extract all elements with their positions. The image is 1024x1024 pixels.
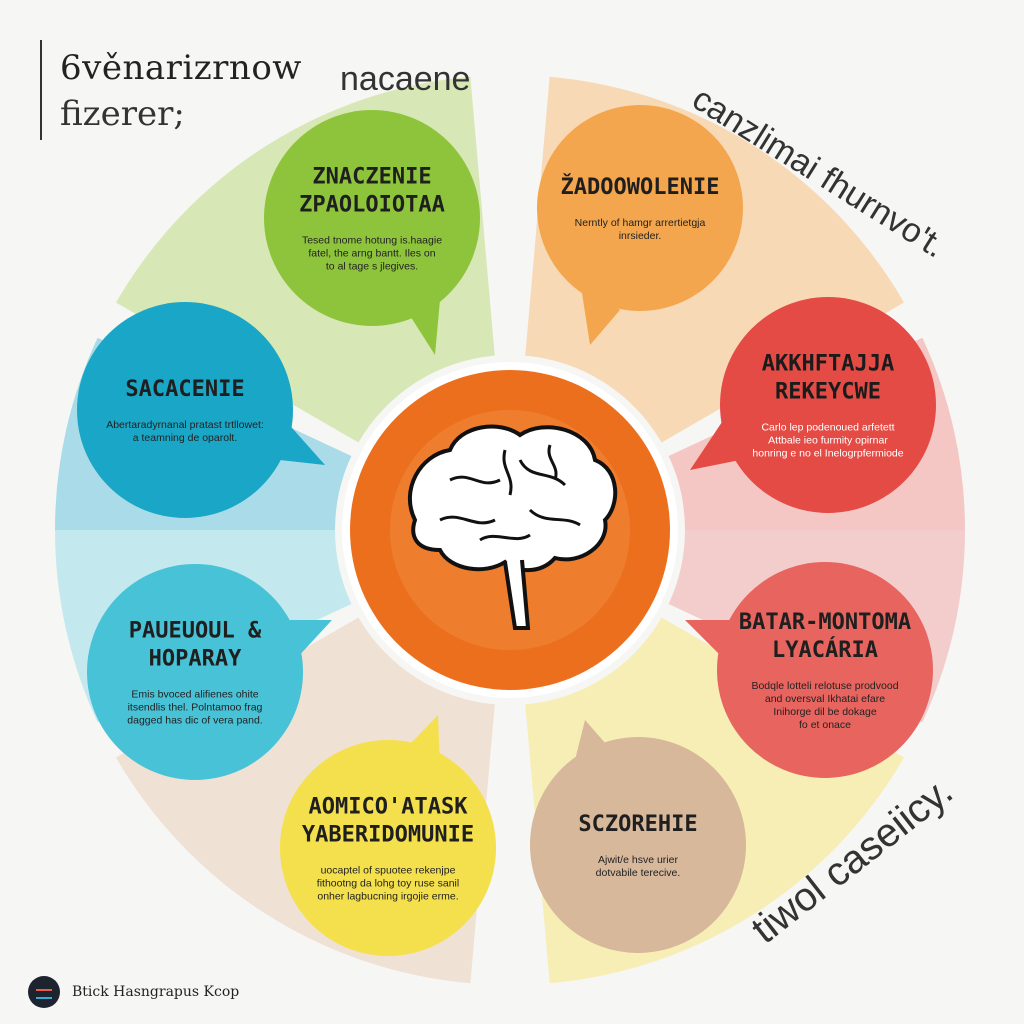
segment-title-bottom-right-0: SCZOREHIE xyxy=(578,812,697,837)
segment-desc-right-lower-2: Inihorge dil be dokage xyxy=(773,706,876,718)
segment-desc-left-lower-2: dagged has dic of vera pand. xyxy=(127,715,262,727)
title-line-2: fizerer; xyxy=(60,94,185,134)
segment-desc-top-right-0: Nerntly of hamgr arrertietgja xyxy=(575,217,706,229)
segment-desc-left-lower-1: itsendlis thel. Polntamoo frag xyxy=(128,702,263,714)
segment-title-right-upper-1: REKEYCWE xyxy=(775,380,881,405)
segment-top-right: ŽADOOWOLENIE Nerntly of hamgr arrertietgj… xyxy=(537,105,743,345)
segment-desc-right-lower-1: and oversval Ikhatai efare xyxy=(765,693,885,705)
segment-left-upper: SACACENIE Abertaradyrnanal pratast trtllo… xyxy=(77,302,325,518)
segment-desc-right-upper-0: Carlo lep podenoued arfetett xyxy=(761,422,894,434)
segment-desc-left-lower-0: Emis bvoced alifienes ohite xyxy=(131,689,258,701)
bubble-right-upper xyxy=(720,297,936,513)
segment-desc-right-lower-3: fo et onace xyxy=(799,719,851,731)
segment-bottom-left: AOMICO'ATASK YABERIDOMUNIE uocaptel of spu… xyxy=(280,715,496,956)
segment-desc-bottom-right-1: dotvabile terecive. xyxy=(596,867,681,879)
segment-desc-bottom-right-0: Ajwit/e hsve urier xyxy=(598,854,678,866)
footer-text: Btick Hasngrapus Kcop xyxy=(72,984,240,1000)
segment-desc-top-right-1: inrsieder. xyxy=(619,230,662,242)
brain-icon xyxy=(408,424,618,630)
bubble-top-left xyxy=(264,110,480,326)
bubble-left-lower xyxy=(87,564,303,780)
segment-top-left: ZNACZENIE ZPAOLOIOTAA Tesed tnome hotung i… xyxy=(264,110,480,355)
segment-title-bottom-left-1: YABERIDOMUNIE xyxy=(302,823,474,848)
center-hub xyxy=(342,362,678,698)
segment-left-lower: PAUEUOUL & HOPARAY Emis bvoced alifienes o… xyxy=(87,564,332,780)
segment-title-left-upper-0: SACACENIE xyxy=(125,377,244,402)
segment-desc-left-upper-0: Abertaradyrnanal pratast trtllowet: xyxy=(106,419,264,431)
bubble-bottom-left xyxy=(280,740,496,956)
bubble-bottom-right xyxy=(530,737,746,953)
segment-title-top-right-0: ŽADOOWOLENIE xyxy=(561,174,720,200)
segment-desc-top-left-0: Tesed tnome hotung is.haagie xyxy=(302,235,442,247)
segment-desc-top-left-2: to al tage s jlegives. xyxy=(326,261,418,273)
footer-logo-icon xyxy=(28,976,60,1008)
bubble-left-upper xyxy=(77,302,293,518)
bubble-top-right xyxy=(537,105,743,311)
segment-title-right-lower-0: BATAR-MONTOMA xyxy=(739,610,911,635)
segment-title-right-upper-0: AKKHFTAJJA xyxy=(762,352,894,377)
segment-desc-left-upper-1: a teamning de oparolt. xyxy=(133,432,238,444)
title-line-1: 6věnarizrnow xyxy=(60,48,302,88)
segment-title-top-left-0: ZNACZENIE xyxy=(312,165,431,190)
segment-title-top-left-1: ZPAOLOIOTAA xyxy=(299,193,445,218)
footer: Btick Hasngrapus Kcop xyxy=(28,976,239,1008)
segment-title-right-lower-1: LYACÁRIA xyxy=(772,637,878,663)
segment-desc-top-left-1: fatel, the arng bantt. Iles on xyxy=(308,248,435,260)
bubble-tail-left-upper xyxy=(280,420,325,465)
segment-desc-bottom-left-1: fithootng da lohg toy ruse sanil xyxy=(317,878,459,890)
segment-desc-right-upper-1: Attbale ieo furmity opirnar xyxy=(768,435,888,447)
segment-desc-right-upper-2: honring e no el Inelogrpfermiode xyxy=(752,448,903,460)
segment-title-bottom-left-0: AOMICO'ATASK xyxy=(309,795,469,820)
title-block: 6věnarizrnow fizerer; xyxy=(40,40,302,140)
outer-label-top: nacaene xyxy=(340,60,470,98)
segment-desc-right-lower-0: Bodqle lotteli relotuse prodvood xyxy=(751,680,898,692)
bubble-right-lower xyxy=(717,562,933,778)
segment-title-left-lower-0: PAUEUOUL & xyxy=(129,619,262,644)
segment-right-upper: AKKHFTAJJA REKEYCWE Carlo lep podenoued ar… xyxy=(690,297,936,513)
segment-title-left-lower-1: HOPARAY xyxy=(149,647,242,672)
segment-desc-bottom-left-2: onher lagbucning irgojie erme. xyxy=(317,891,458,903)
bubble-tail-right-lower xyxy=(685,620,730,660)
segment-desc-bottom-left-0: uocaptel of spuotee rekenjpe xyxy=(321,865,456,877)
bubble-layer: ZNACZENIE ZPAOLOIOTAA Tesed tnome hotung i… xyxy=(77,105,936,956)
